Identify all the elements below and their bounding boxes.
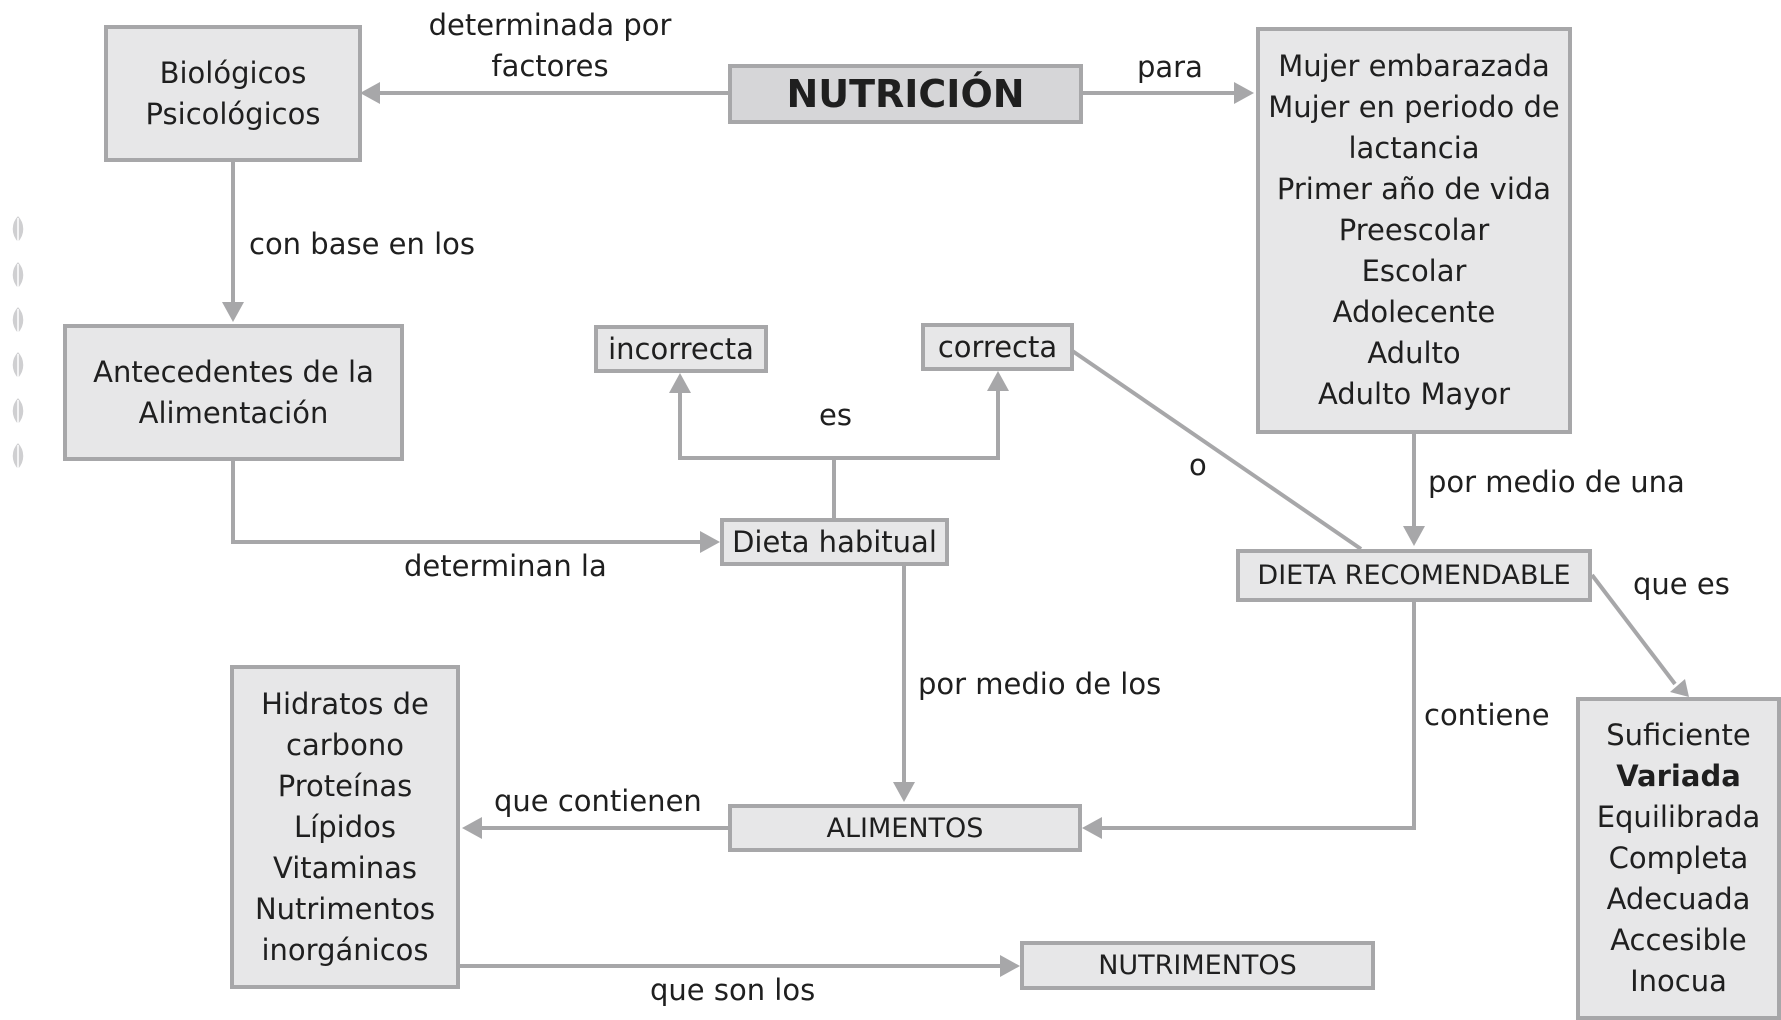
quality-item: Completa xyxy=(1608,841,1749,875)
link-label-line: determinada por xyxy=(428,8,672,42)
quality-item: Inocua xyxy=(1630,964,1727,998)
node-dieta-recomendable: DIETA RECOMENDABLE xyxy=(1236,549,1592,602)
node-nutricion: NUTRICIÓN xyxy=(728,64,1083,124)
leaf-icon xyxy=(11,260,25,290)
node-grupos: Mujer embarazada Mujer en periodo de lac… xyxy=(1256,27,1572,434)
node-dieta-recomendable-label: DIETA RECOMENDABLE xyxy=(1257,560,1571,591)
leaf-icon xyxy=(11,396,25,426)
link-label-contiene: contiene xyxy=(1424,698,1550,732)
nutrient-item: Vitaminas xyxy=(273,850,417,885)
group-item: Primer año de vida xyxy=(1276,172,1552,206)
arrowhead xyxy=(1670,679,1689,697)
link-label-o: o xyxy=(1189,448,1207,482)
node-antecedentes: Antecedentes de la Alimentación xyxy=(63,324,404,461)
group-item: Mujer embarazada xyxy=(1278,49,1550,83)
node-cualidades: Suficiente Variada Equilibrada Completa … xyxy=(1576,697,1781,1020)
arrowhead xyxy=(1082,817,1102,839)
arrowhead xyxy=(462,817,482,839)
arrowhead xyxy=(700,531,720,553)
edge-recomendable-alimentos xyxy=(1100,602,1416,830)
link-label-determinan: determinan la xyxy=(404,549,607,583)
arrowhead xyxy=(360,82,380,104)
group-item: Adolecente xyxy=(1332,295,1496,329)
factor-item: Psicológicos xyxy=(145,96,321,131)
node-alimentos: ALIMENTOS xyxy=(728,804,1082,852)
link-label-es: es xyxy=(819,398,852,432)
node-nutrimentos-label: NUTRIMENTOS xyxy=(1098,950,1297,981)
node-nutricion-label: NUTRICIÓN xyxy=(786,71,1025,116)
node-factores: Biológicos Psicológicos xyxy=(104,25,362,162)
leaf-icon xyxy=(11,305,25,335)
link-label-para: para xyxy=(1137,50,1203,84)
link-label-que-contienen: que contienen xyxy=(494,784,702,818)
leaf-icon xyxy=(11,441,25,471)
edge-correcta-recomendable xyxy=(1069,348,1363,551)
group-item: Mujer en periodo de xyxy=(1268,90,1560,124)
nutrient-item: inorgánicos xyxy=(261,932,429,967)
link-label-line: factores xyxy=(491,49,609,83)
link-label-por-medio-una: por medio de una xyxy=(1428,465,1685,499)
leaf-icon xyxy=(11,214,25,244)
antecedentes-line: Alimentación xyxy=(138,395,329,430)
group-item: Adulto Mayor xyxy=(1317,377,1511,411)
group-item: Adulto xyxy=(1367,336,1461,370)
arrowhead xyxy=(1403,526,1425,546)
nutrient-item: Proteínas xyxy=(277,768,413,803)
node-nutrientes: Hidratos de carbono Proteínas Lípidos Vi… xyxy=(230,665,460,989)
arrowhead xyxy=(1234,82,1254,104)
antecedentes-line: Antecedentes de la xyxy=(93,354,374,389)
link-label-que-es: que es xyxy=(1633,567,1730,601)
arrowhead xyxy=(987,371,1009,391)
edge-antecedentes-dieta-habitual xyxy=(231,461,700,544)
quality-item: Suficiente xyxy=(1606,718,1751,752)
nutrient-item: Nutrimentos xyxy=(254,891,436,926)
nutrient-item: carbono xyxy=(286,727,404,762)
group-item: lactancia xyxy=(1348,131,1480,165)
node-correcta: correcta xyxy=(921,323,1074,371)
node-incorrecta: incorrecta xyxy=(594,325,768,373)
node-incorrecta-label: incorrecta xyxy=(608,331,754,366)
link-label-determinada: determinada por factores xyxy=(410,5,690,87)
edge-dieta-correcta xyxy=(834,388,1000,460)
node-dieta-habitual-label: Dieta habitual xyxy=(732,524,937,559)
node-alimentos-label: ALIMENTOS xyxy=(826,812,984,844)
quality-item: Equilibrada xyxy=(1596,800,1761,834)
edge-dieta-incorrecta xyxy=(678,390,836,518)
arrowhead xyxy=(893,782,915,802)
edge-recomendable-cualidades xyxy=(1590,573,1677,686)
node-nutrimentos: NUTRIMENTOS xyxy=(1020,941,1375,990)
quality-item: Variada xyxy=(1616,759,1741,793)
nutrient-item: Hidratos de xyxy=(261,686,429,721)
link-label-que-son: que son los xyxy=(650,973,816,1007)
quality-item: Accesible xyxy=(1610,923,1747,957)
node-dieta-habitual: Dieta habitual xyxy=(720,518,949,566)
group-item: Preescolar xyxy=(1338,213,1490,247)
nutrient-item: Lípidos xyxy=(294,809,396,844)
link-label-por-medio-los: por medio de los xyxy=(918,667,1162,701)
link-label-con-base: con base en los xyxy=(249,227,475,261)
group-item: Escolar xyxy=(1361,254,1467,288)
quality-item: Adecuada xyxy=(1606,882,1751,916)
factor-item: Biológicos xyxy=(159,55,307,90)
node-correcta-label: correcta xyxy=(937,329,1058,364)
arrowhead xyxy=(222,302,244,322)
leaf-icon xyxy=(11,350,25,380)
arrowhead xyxy=(669,373,691,393)
arrowhead xyxy=(1000,955,1020,977)
